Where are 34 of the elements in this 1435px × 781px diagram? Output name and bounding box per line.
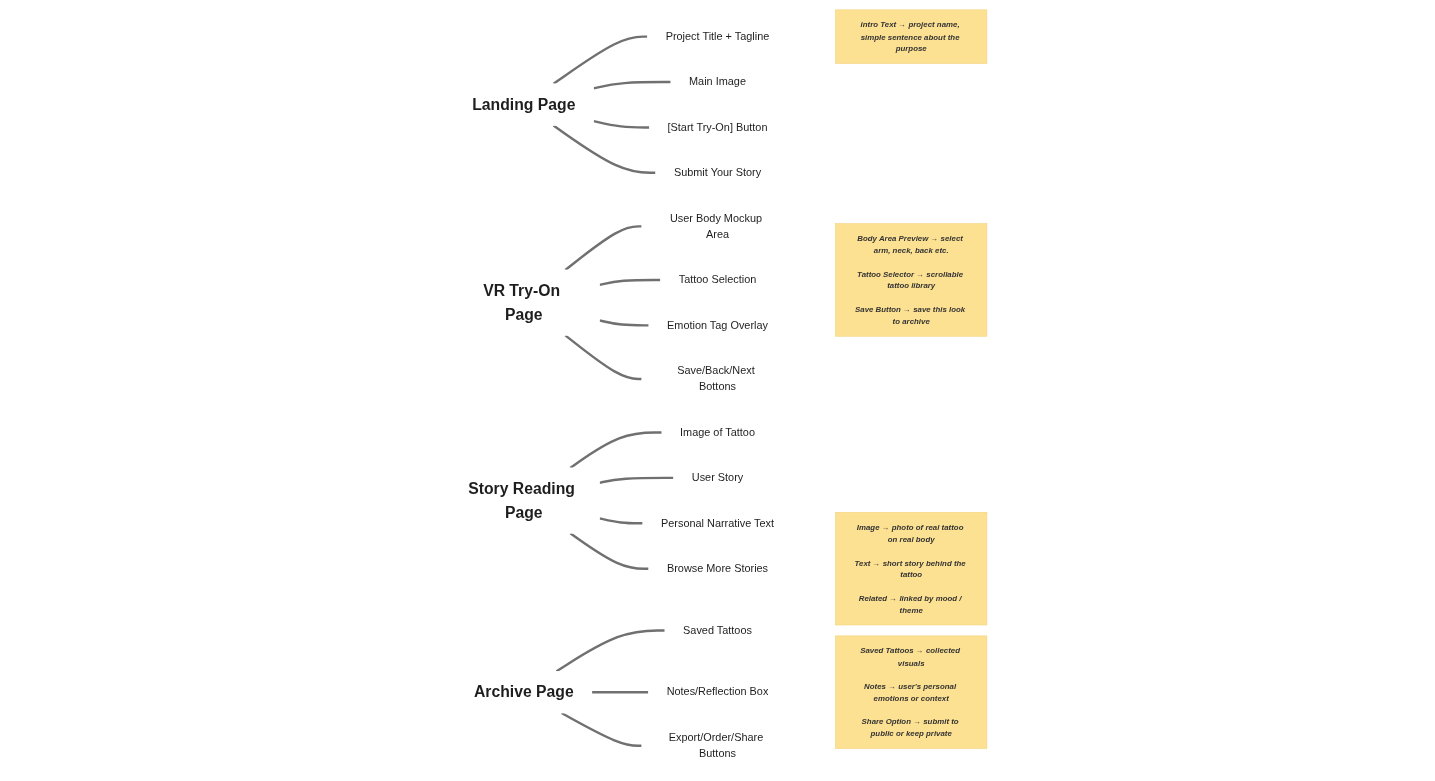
connector: [564, 225, 642, 271]
node-text: Export/Order/Share Buttons: [668, 731, 764, 760]
node-text: Archive Page: [473, 682, 574, 701]
node-text: Main Image: [689, 75, 746, 88]
node-text: Tattoo Selection: [678, 273, 757, 286]
node-text: Image of Tattoo: [680, 426, 755, 439]
node-text: [Start Try-On] Button: [667, 121, 768, 134]
connector: [555, 629, 665, 673]
node-text: Story Reading Page: [468, 479, 575, 522]
connector: [599, 517, 643, 525]
node-text: Landing Page: [472, 95, 576, 114]
node-text: Submit Your Story: [673, 166, 762, 179]
node-text: Project Title + Tagline: [665, 30, 770, 43]
connector: [564, 334, 642, 381]
node-text: Personal Narrative Text: [660, 516, 775, 530]
connector: [552, 124, 656, 175]
node-text: User Story: [691, 471, 744, 484]
connector: [593, 80, 671, 90]
node-text: Save/Back/Next Bottons: [677, 364, 755, 393]
connector: [593, 119, 650, 129]
connector: [599, 476, 674, 485]
node-text: VR Try-On Page: [483, 281, 561, 324]
connector: [552, 35, 648, 85]
node-text: Notes/Reflection Box: [666, 685, 769, 698]
connector: [560, 712, 642, 747]
connector: [591, 690, 649, 694]
connector: [599, 319, 649, 327]
connector: [569, 532, 649, 570]
connector: [599, 278, 661, 287]
node-text: Emotion Tag Overlay: [667, 319, 768, 332]
node-text: User Body Mockup Area: [669, 211, 763, 241]
connector: [569, 431, 662, 469]
node-text: Browse More Stories: [666, 562, 769, 575]
node-text: Saved Tattoos: [683, 624, 752, 637]
